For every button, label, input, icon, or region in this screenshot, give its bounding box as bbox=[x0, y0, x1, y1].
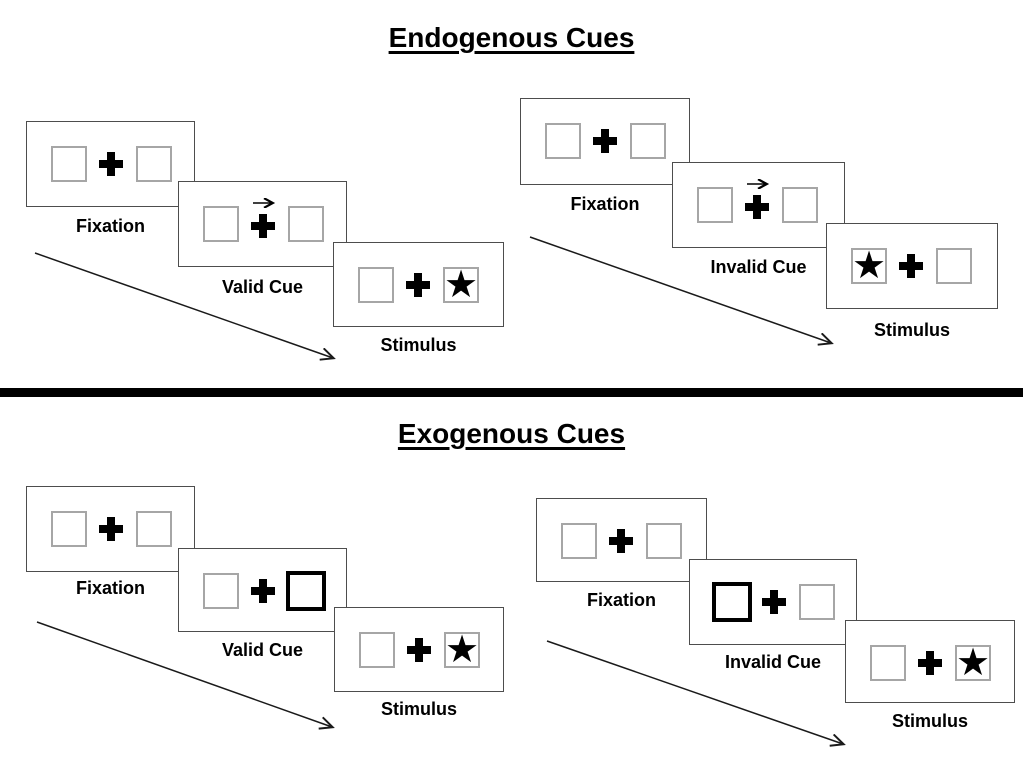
left-box bbox=[870, 645, 906, 681]
step-label: Fixation bbox=[75, 578, 145, 598]
right-box bbox=[136, 146, 172, 182]
step-label: Stimulus bbox=[380, 699, 457, 719]
right-box-bold-cue bbox=[286, 571, 326, 611]
step-label: Invalid Cue bbox=[710, 257, 807, 277]
exo-invalid-stimulus-card: ★ bbox=[845, 620, 1015, 703]
fixation-cross-icon bbox=[99, 152, 123, 176]
fixation-cross-icon bbox=[593, 129, 617, 153]
step-label: Invalid Cue bbox=[724, 652, 822, 672]
star-stimulus-icon: ★ bbox=[851, 243, 887, 287]
endogenous-section-title: Endogenous Cues bbox=[0, 22, 1023, 54]
right-box bbox=[799, 584, 835, 620]
right-box bbox=[936, 248, 972, 284]
left-box bbox=[697, 187, 733, 223]
sequence-time-arrow bbox=[546, 640, 852, 751]
right-box: ★ bbox=[955, 640, 991, 684]
left-box bbox=[545, 123, 581, 159]
right-box: ★ bbox=[444, 627, 480, 671]
step-label: Valid Cue bbox=[221, 277, 304, 297]
fixation-cross-icon bbox=[251, 579, 275, 603]
left-box-bold-cue bbox=[712, 582, 752, 622]
exo-valid-stimulus-card: ★ bbox=[334, 607, 504, 692]
sequence-time-arrow bbox=[529, 236, 840, 350]
cue-arrow-right-icon bbox=[253, 198, 279, 208]
step-label: Fixation bbox=[75, 216, 145, 236]
left-box bbox=[359, 632, 395, 668]
left-box: ★ bbox=[851, 243, 887, 287]
left-box bbox=[51, 146, 87, 182]
step-label: Fixation bbox=[586, 590, 656, 610]
sequence-time-arrow bbox=[34, 252, 342, 366]
section-divider bbox=[0, 388, 1023, 397]
right-box: ★ bbox=[443, 262, 479, 306]
left-box bbox=[203, 206, 239, 242]
endogenous-title-text: Endogenous Cues bbox=[388, 22, 635, 53]
right-box bbox=[630, 123, 666, 159]
endo-valid-fixation-card bbox=[26, 121, 195, 207]
step-label: Stimulus bbox=[891, 711, 968, 731]
left-box bbox=[51, 511, 87, 547]
exo-invalid-cue-card bbox=[689, 559, 857, 645]
fixation-cross-icon bbox=[407, 638, 431, 662]
star-stimulus-icon: ★ bbox=[443, 262, 479, 306]
cue-arrow-right-icon bbox=[747, 179, 773, 189]
star-stimulus-icon: ★ bbox=[955, 640, 991, 684]
right-box bbox=[136, 511, 172, 547]
fixation-cross-icon bbox=[609, 529, 633, 553]
exo-invalid-fixation-card bbox=[536, 498, 707, 582]
step-label: Stimulus bbox=[873, 320, 950, 340]
right-box bbox=[288, 206, 324, 242]
left-box bbox=[561, 523, 597, 559]
exogenous-section-title: Exogenous Cues bbox=[0, 418, 1023, 450]
endo-valid-stimulus-card: ★ bbox=[333, 242, 504, 327]
right-box bbox=[646, 523, 682, 559]
star-stimulus-icon: ★ bbox=[444, 627, 480, 671]
exo-valid-fixation-card bbox=[26, 486, 195, 572]
exo-valid-cue-card bbox=[178, 548, 347, 632]
endo-invalid-fixation-card bbox=[520, 98, 690, 185]
fixation-cross-icon bbox=[762, 590, 786, 614]
sequence-time-arrow bbox=[36, 621, 342, 735]
fixation-cross-icon bbox=[406, 273, 430, 297]
endo-invalid-stimulus-card: ★ bbox=[826, 223, 998, 309]
endo-valid-cue-card bbox=[178, 181, 347, 267]
left-box bbox=[203, 573, 239, 609]
fixation-cross-icon bbox=[99, 517, 123, 541]
endo-invalid-cue-card bbox=[672, 162, 845, 248]
step-label: Valid Cue bbox=[221, 640, 304, 660]
step-label: Fixation bbox=[570, 194, 640, 214]
fixation-cross-icon bbox=[918, 651, 942, 675]
fixation-cross-icon bbox=[899, 254, 923, 278]
left-box bbox=[358, 267, 394, 303]
fixation-cross-icon bbox=[251, 214, 275, 238]
exogenous-title-text: Exogenous Cues bbox=[397, 418, 626, 449]
fixation-cross-icon bbox=[745, 195, 769, 219]
right-box bbox=[782, 187, 818, 223]
step-label: Stimulus bbox=[380, 335, 457, 355]
